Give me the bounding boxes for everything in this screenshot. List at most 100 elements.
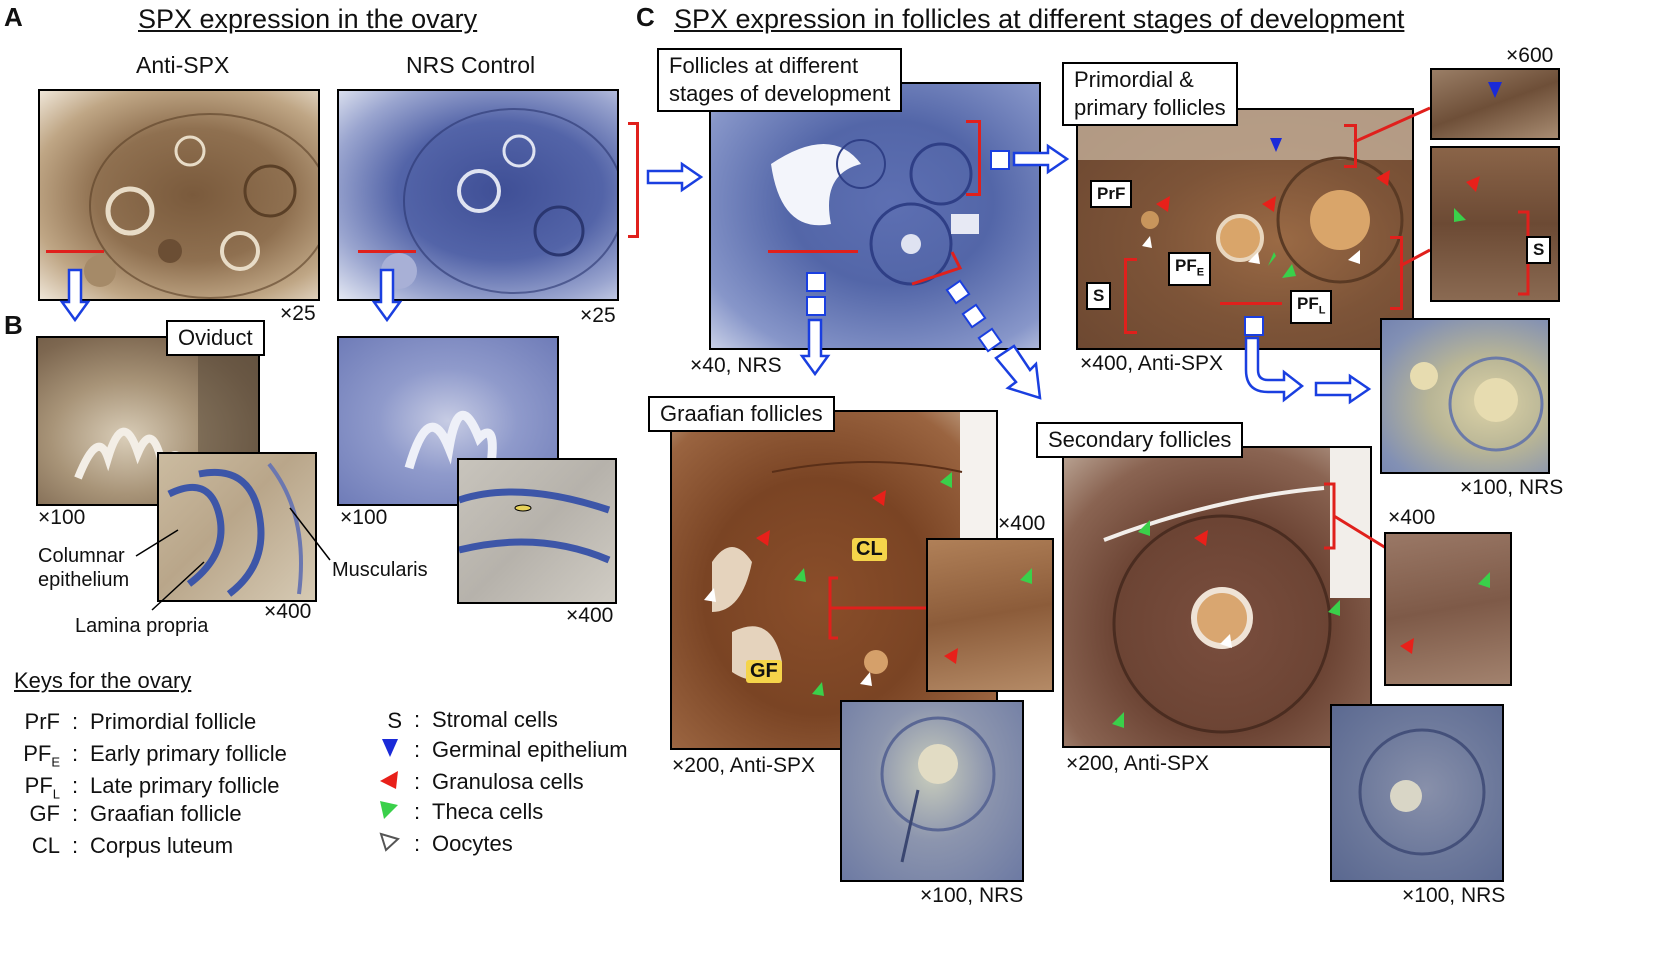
mag-graafian: ×200, Anti-SPX bbox=[672, 754, 816, 777]
key-colon: : bbox=[71, 833, 79, 858]
key-colon: : bbox=[71, 773, 79, 798]
mag-primordial: ×400, Anti-SPX bbox=[1080, 352, 1224, 375]
key-row-prf: PrF:Primordial follicle bbox=[0, 708, 257, 736]
key-colon: : bbox=[71, 801, 79, 826]
mag-graafian-nrs: ×100, NRS bbox=[920, 884, 1024, 907]
mag-secondary-inset: ×400 bbox=[1388, 506, 1436, 529]
key-colon: : bbox=[413, 707, 421, 732]
secondary-anti-spx-texture bbox=[1103, 448, 1370, 734]
ovary-anti-spx-texture bbox=[84, 113, 318, 299]
key-desc-gf: Graafian follicle bbox=[90, 801, 242, 826]
panel-c-heading: SPX expression in follicles at different… bbox=[674, 4, 1405, 34]
bracket-pfl bbox=[1220, 290, 1282, 305]
germinal-inset-texture bbox=[1488, 82, 1502, 98]
key-sym-s: S bbox=[387, 708, 402, 734]
connector-square-primordial bbox=[990, 150, 1010, 170]
key-desc-stromal: Stromal cells bbox=[432, 707, 558, 732]
secondary-anti-spx-micrograph bbox=[1062, 446, 1372, 748]
ovary-nrs-micrograph bbox=[337, 89, 619, 301]
columnar-label-line2: epithelium bbox=[38, 569, 130, 591]
overview-nrs-micrograph bbox=[709, 82, 1041, 350]
bracket-overview-graafian bbox=[768, 236, 858, 253]
key-desc-granulosa: Granulosa cells bbox=[432, 769, 584, 794]
panel-letter-a: A bbox=[4, 2, 23, 32]
anti-spx-title: Anti-SPX bbox=[136, 52, 230, 78]
ovary-anti-spx-micrograph bbox=[38, 89, 320, 301]
down-arrow-to-graafian bbox=[799, 318, 831, 377]
secondary-nrs-micrograph bbox=[1330, 704, 1504, 882]
connector-square-graafian-1 bbox=[806, 272, 826, 292]
key-colon: : bbox=[413, 831, 421, 856]
mag-graafian-inset: ×400 bbox=[998, 512, 1046, 535]
curved-arrow-to-nrs bbox=[1244, 336, 1305, 403]
tag-cl: CL bbox=[852, 538, 887, 561]
tag-prf: PrF bbox=[1090, 180, 1133, 208]
key-desc-prf: Primordial follicle bbox=[90, 709, 257, 734]
white-arrow-icon bbox=[342, 831, 402, 860]
key-sym-cl: CL bbox=[31, 833, 60, 858]
oviduct-label: Oviduct bbox=[166, 320, 265, 356]
bracket-theca bbox=[1390, 236, 1403, 310]
theca-inset-micrograph: S bbox=[1430, 146, 1560, 302]
key-desc-theca: Theca cells bbox=[432, 799, 544, 824]
mag-oviduct-nrs-low: ×100 bbox=[340, 506, 388, 529]
primordial-line2: primary follicles bbox=[1074, 95, 1226, 120]
secondary-inset-micrograph bbox=[1384, 532, 1512, 686]
mag-ovary-anti: ×25 bbox=[280, 302, 316, 325]
tag-pfl: PFL bbox=[1290, 290, 1333, 325]
right-arrow-to-c bbox=[646, 161, 704, 193]
key-colon: : bbox=[71, 741, 79, 766]
down-arrow-a-left bbox=[59, 268, 91, 323]
mag-secondary: ×200, Anti-SPX bbox=[1066, 752, 1210, 775]
key-desc-pfl: Late primary follicle bbox=[90, 773, 280, 798]
germinal-inset-micrograph bbox=[1430, 68, 1560, 140]
panel-letter-b: B bbox=[4, 310, 23, 340]
bracket-overview-primordial bbox=[966, 120, 981, 196]
mag-oviduct-nrs-high: ×400 bbox=[566, 604, 614, 627]
bracket-oviduct-anti bbox=[46, 238, 104, 253]
lamina-propria-label: Lamina propria bbox=[75, 615, 209, 637]
green-arrow-icon bbox=[342, 799, 402, 828]
key-sym-pfe-sub: E bbox=[51, 754, 60, 770]
graafian-nrs-micrograph bbox=[840, 700, 1024, 882]
key-colon: : bbox=[413, 769, 421, 794]
oviduct-nrs-low-texture bbox=[404, 411, 497, 479]
right-arrow-to-nrs bbox=[1314, 373, 1372, 405]
key-sym-pfl-main: PF bbox=[24, 773, 53, 798]
down-arrow-a-right bbox=[371, 268, 403, 323]
key-sym-gf: GF bbox=[29, 801, 60, 826]
tag-pfe-sub: E bbox=[1196, 266, 1205, 279]
key-colon: : bbox=[71, 709, 79, 734]
primordial-nrs-micrograph bbox=[1380, 318, 1550, 474]
mag-oviduct-anti-high: ×400 bbox=[264, 600, 312, 623]
key-row-stromal: S: Stromal cells bbox=[342, 706, 558, 735]
key-row-theca: :Theca cells bbox=[342, 798, 543, 828]
bracket-ovary-to-c bbox=[628, 122, 639, 238]
mag-ovary-nrs: ×25 bbox=[580, 304, 616, 327]
primordial-label: Primordial & primary follicles bbox=[1062, 62, 1238, 126]
key-row-germinal: :Germinal epithelium bbox=[342, 736, 628, 766]
key-desc-germinal: Germinal epithelium bbox=[432, 737, 628, 762]
secondary-label: Secondary follicles bbox=[1036, 422, 1244, 458]
tag-s-primordial: S bbox=[1086, 282, 1112, 310]
bracket-germinal bbox=[1344, 124, 1357, 168]
key-desc-pfe: Early primary follicle bbox=[90, 741, 287, 766]
tag-pfe-main: PF bbox=[1175, 256, 1197, 275]
follicles-stages-label: Follicles at different stages of develop… bbox=[657, 48, 903, 112]
connector-square-nrs-right bbox=[1244, 316, 1264, 336]
panel-a-heading: SPX expression in the ovary bbox=[138, 4, 478, 34]
mag-nrs-100-right: ×100, NRS bbox=[1460, 476, 1564, 499]
mag-oviduct-anti-low: ×100 bbox=[38, 506, 86, 529]
nrs-control-title: NRS Control bbox=[406, 52, 536, 78]
tag-gf: GF bbox=[746, 660, 782, 683]
columnar-label-line1: Columnar bbox=[38, 545, 125, 567]
mag-overview: ×40, NRS bbox=[690, 354, 782, 377]
right-arrow-to-primordial bbox=[1012, 143, 1070, 175]
oviduct-nrs-high-texture bbox=[459, 488, 611, 564]
bracket-oviduct-nrs bbox=[358, 238, 416, 253]
